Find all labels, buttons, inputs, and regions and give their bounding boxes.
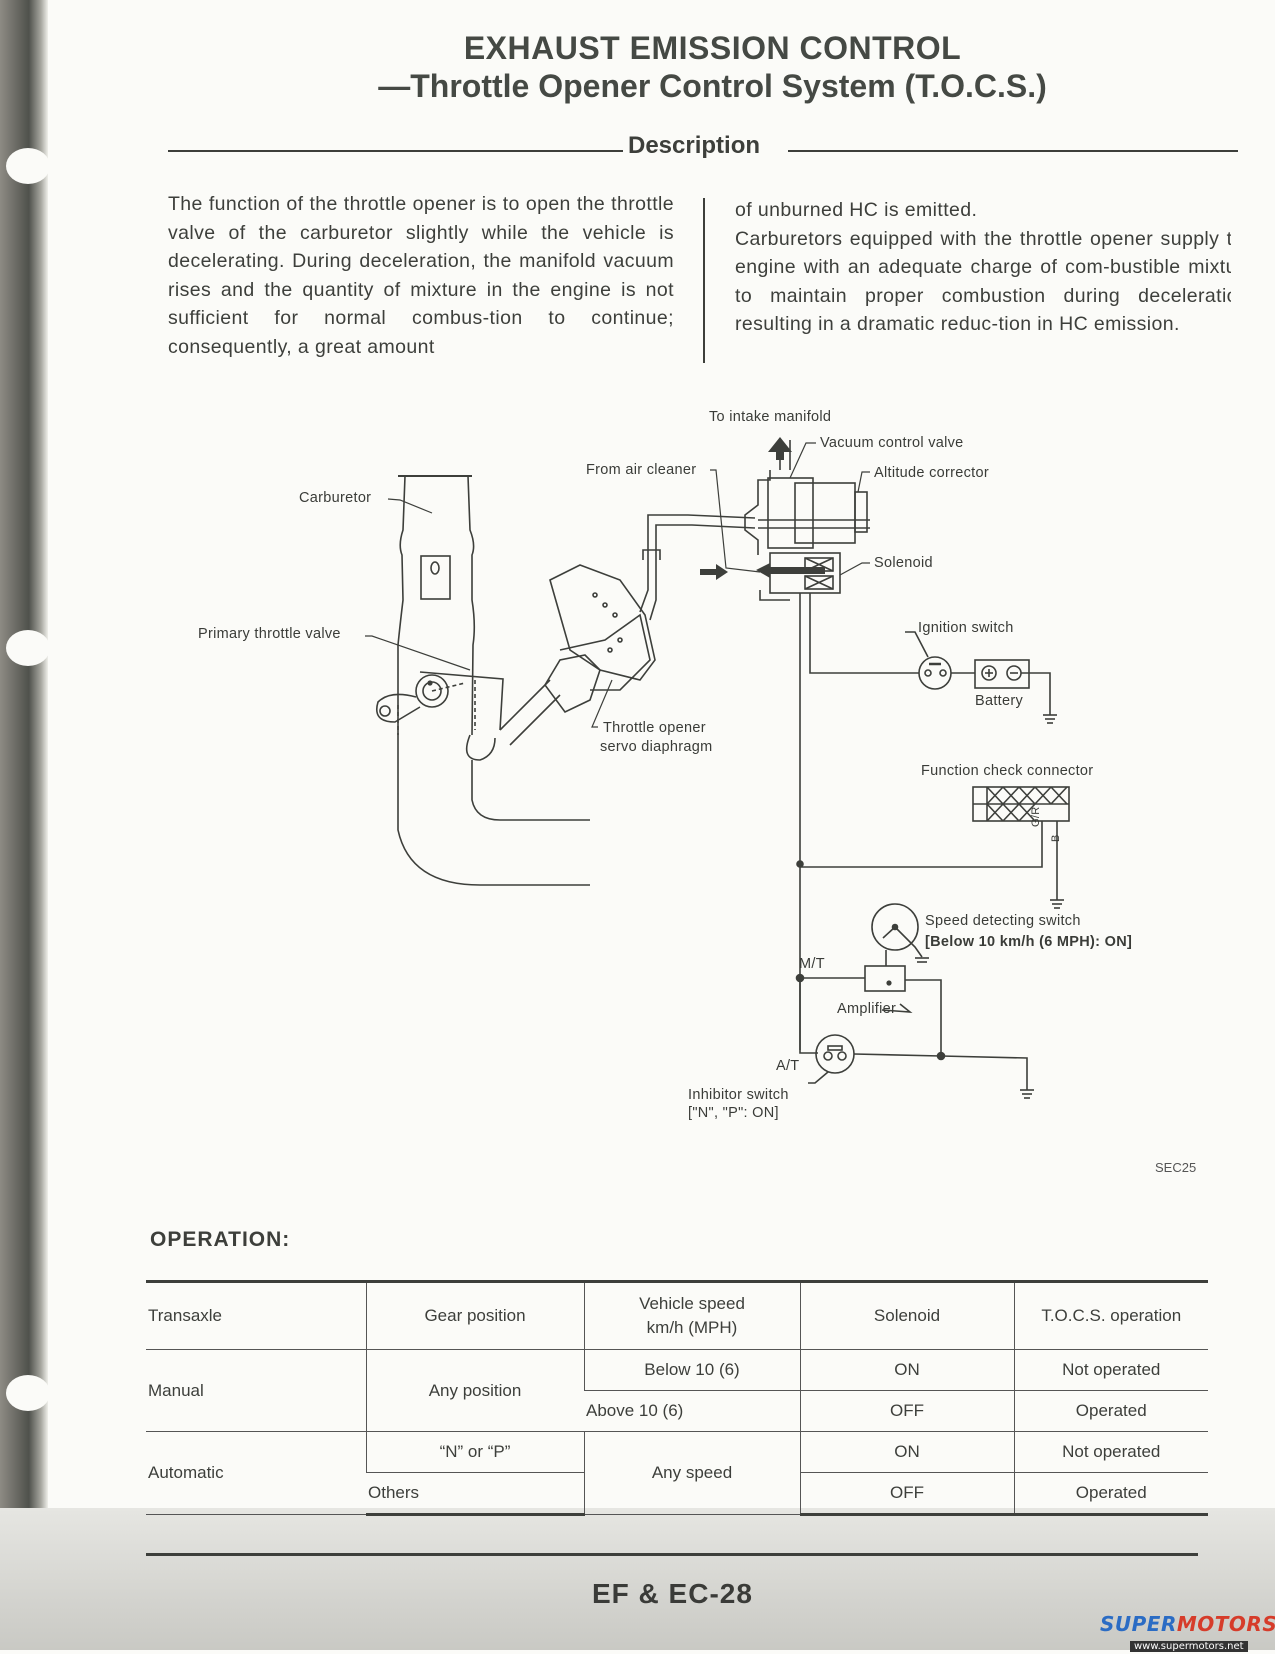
cell-tocs: Operated [1013,1472,1208,1516]
vacuum-hose [639,514,756,621]
paragraph: The function of the throttle opener is t… [168,193,674,358]
label-function-check-connector: Function check connector [921,763,1094,779]
label-wire-gr: G/R [1030,806,1042,827]
section-heading: Description [628,132,761,159]
rule [168,150,623,152]
page-number: EF & EC-28 [592,1578,753,1609]
wiring [795,593,1070,1099]
cell-gear: “N” or “P” [365,1431,584,1473]
label-vacuum-control-valve: Vacuum control valve [820,435,964,451]
cell-speed: Above 10 (6) [584,1390,800,1432]
description-left-column: The function of the throttle opener is t… [168,190,674,361]
header-tocs-operation: T.O.C.S. operation [1013,1280,1208,1350]
tocs-diagram [365,437,1070,1099]
cell-speed: Below 10 (6) [583,1349,800,1391]
cell-tocs: Not operated [1013,1431,1208,1473]
watermark-url: www.supermotors.net [1130,1641,1248,1652]
operation-title: OPERATION: [150,1228,291,1251]
cell-solenoid: ON [799,1431,1014,1473]
label-at: A/T [776,1058,800,1074]
scan-shadow [0,1508,1275,1650]
section-heading-description: Description [168,130,1238,160]
carburetor-drawing [376,475,590,886]
label-inhibitor-switch: Inhibitor switch [688,1087,789,1103]
cell-gear: Any position [365,1349,584,1432]
label-inhibitor-condition: ["N", "P": ON] [688,1105,779,1121]
column-divider [703,198,705,363]
watermark-brand: SUPERMOTORS [1100,1612,1275,1636]
label-mt: M/T [799,956,825,972]
paragraph: of unburned HC is emitted. [735,199,978,221]
label-ignition-switch: Ignition switch [918,620,1014,636]
label-carburetor: Carburetor [299,490,372,506]
punch-hole [6,630,50,666]
header-transaxle: Transaxle [146,1280,366,1350]
cell-tocs: Operated [1013,1390,1208,1432]
label-throttle-opener: Throttle opener [603,720,706,736]
flow-arrows [700,437,825,580]
description-right-column: of unburned HC is emitted. Carburetors e… [735,196,1231,339]
header-gear-position: Gear position [365,1280,584,1350]
table-row: Manual Any position Below 10 (6) ON Not … [146,1349,1208,1432]
page-title: EXHAUST EMISSION CONTROL [463,30,962,66]
connector-cells [986,786,1068,822]
cell-speed: Any speed [583,1431,800,1515]
figure-code: SEC25 [1155,1160,1197,1175]
header-vehicle-speed: Vehicle speed km/h (MPH) [583,1280,800,1350]
supermotors-watermark: SUPERMOTORS www.supermotors.net [1100,1612,1275,1652]
rule [788,150,1238,152]
vacuum-control-valve-drawing [744,440,870,601]
cell-transaxle: Manual [146,1349,366,1432]
label-primary-throttle-valve: Primary throttle valve [198,626,341,642]
paragraph: Carburetors equipped with the throttle o… [735,227,1231,336]
cell-tocs: Not operated [1013,1349,1208,1391]
header-solenoid: Solenoid [799,1280,1014,1350]
watermark-brand-super: SUPER [1100,1612,1177,1636]
label-battery: Battery [975,693,1024,709]
cell-solenoid: ON [799,1349,1014,1391]
label-leaders [365,442,870,728]
label-speed-switch-condition: [Below 10 km/h (6 MPH): ON] [925,934,1133,950]
cell-solenoid: OFF [799,1472,1014,1516]
cell-solenoid: OFF [799,1390,1014,1432]
punch-hole [6,1375,50,1411]
cell-transaxle: Automatic [146,1431,366,1515]
label-to-intake-manifold: To intake manifold [709,409,832,425]
label-altitude-corrector: Altitude corrector [874,465,989,481]
label-solenoid: Solenoid [874,555,933,571]
cell-gear: Others [366,1472,584,1516]
operation-table: Transaxle Gear position Vehicle speed km… [146,1280,1208,1516]
label-amplifier: Amplifier [837,1001,897,1017]
footer-rule [146,1553,1198,1556]
page-subtitle: —Throttle Opener Control System (T.O.C.S… [378,68,1047,104]
table-row: Others OFF Operated [146,1472,1208,1516]
table-header-row: Transaxle Gear position Vehicle speed km… [146,1280,1208,1350]
table-row: Automatic “N” or “P” Any speed ON Not op… [146,1431,1208,1515]
label-from-air-cleaner: From air cleaner [586,462,697,478]
label-speed-detecting-switch: Speed detecting switch [925,913,1081,929]
watermark-brand-motors: MOTORS [1176,1612,1275,1636]
punch-hole [6,148,50,184]
label-wire-b: B [1050,834,1062,842]
label-servo-diaphragm: servo diaphragm [600,739,713,755]
table-row: Above 10 (6) OFF Operated [146,1390,1208,1432]
